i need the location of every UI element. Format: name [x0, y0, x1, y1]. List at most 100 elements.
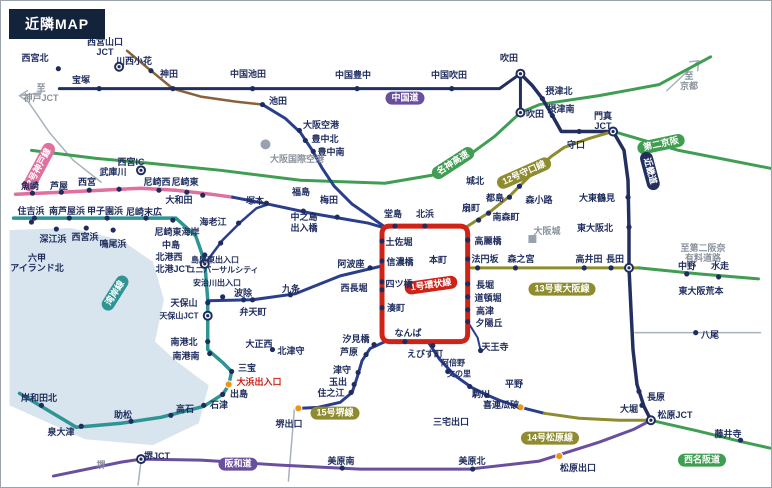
- station-dot: [379, 279, 385, 285]
- map-label: 東大阪北: [576, 222, 614, 233]
- map-label: 北浜: [415, 208, 435, 219]
- station-dot: [467, 383, 473, 390]
- map-label: 吹田: [499, 52, 519, 63]
- map-title: 近隣MAP: [9, 9, 106, 39]
- station-dot: [116, 186, 122, 192]
- station-dot: [339, 465, 345, 471]
- map-label: 芦屋: [49, 180, 69, 191]
- junction-dot-core: [139, 457, 143, 461]
- station-dot: [236, 220, 242, 226]
- station-dot: [636, 388, 642, 394]
- castle-dot: [528, 235, 537, 244]
- route-badge: 15号堺線: [310, 406, 360, 420]
- map-label: 大阪城: [533, 225, 561, 236]
- route-kobe-arrow-head2: [18, 94, 29, 103]
- map-label: 高井田: [575, 253, 603, 264]
- station-dot: [379, 287, 385, 293]
- map-label: 西宮山口 JCT: [86, 36, 124, 57]
- station-dot: [539, 96, 545, 102]
- map-label: 湊町: [386, 302, 406, 313]
- station-dot: [310, 148, 316, 154]
- map-label: 石津: [209, 399, 229, 410]
- map-label: 四ツ橋: [385, 278, 413, 289]
- station-dot: [516, 183, 523, 189]
- station-dot: [170, 217, 176, 223]
- station-dot: [625, 194, 631, 200]
- station-dot: [354, 86, 360, 92]
- station-dot: [716, 274, 722, 280]
- map-label: 汐見橋: [342, 333, 370, 344]
- station-dot: [465, 256, 471, 262]
- station-dot: [465, 281, 471, 287]
- station-dot: [29, 190, 36, 196]
- route-kobe-extension: [231, 195, 387, 230]
- map-label: 中国池田: [229, 68, 267, 79]
- map-label: 阿波座: [337, 258, 365, 269]
- map-label: 摂津北: [545, 85, 573, 96]
- station-dot: [202, 252, 208, 258]
- junction-dot-core: [627, 266, 631, 270]
- map-label: 長堀: [475, 279, 495, 290]
- map-label: 泉大津: [47, 426, 75, 437]
- map-label: 北港JCT: [155, 263, 191, 274]
- map-label: 中国豊中: [334, 69, 372, 80]
- map-label: 神田: [159, 68, 179, 79]
- station-dot: [465, 319, 471, 325]
- route-badge: 12号守口線: [494, 155, 554, 191]
- exit-dot: [224, 380, 233, 389]
- map-label: えびす町: [406, 348, 444, 359]
- station-dot: [96, 86, 102, 92]
- station-dot: [476, 217, 482, 223]
- airport-dot: [260, 139, 271, 150]
- map-label: 海老江: [199, 216, 227, 227]
- route-kinki-expwy: [518, 71, 653, 423]
- station-dot: [392, 223, 398, 229]
- map-label: 美原南: [327, 455, 355, 466]
- station-dot: [53, 226, 59, 232]
- station-dot: [478, 347, 484, 354]
- map-label: 平野: [504, 378, 524, 389]
- map-label: 中国吹田: [430, 69, 468, 80]
- station-dot: [445, 368, 451, 375]
- map-label: 助松: [113, 409, 133, 420]
- junction-dot-core: [203, 262, 207, 266]
- route-tennoji-link: [466, 320, 482, 352]
- station-dot: [302, 137, 308, 144]
- route-takarazuka-road: [125, 49, 264, 106]
- route-nishi-meihan: [649, 418, 771, 450]
- station-dot: [355, 369, 361, 376]
- exit-dot: [516, 403, 525, 412]
- map-label: 堺: [96, 459, 106, 470]
- station-dot: [430, 342, 436, 349]
- map-label: 中之島: [290, 211, 318, 222]
- route-badge: 湾岸線: [99, 273, 131, 313]
- station-dot: [379, 238, 385, 244]
- map-label: 大和田: [165, 194, 193, 205]
- station-dot: [168, 412, 174, 418]
- junction-dot-core: [518, 110, 523, 115]
- map-label: 大堀: [619, 403, 639, 414]
- map-label: 玉出: [328, 376, 348, 387]
- station-dot: [334, 214, 340, 220]
- map-label: 深江浜: [39, 233, 67, 244]
- map-label: 城北: [465, 175, 485, 186]
- station-dot: [351, 381, 357, 388]
- route-badge: 近畿道: [638, 150, 662, 192]
- map-label: 門真 JCT: [593, 110, 613, 131]
- map-label: 至 神戸JCT: [23, 82, 59, 103]
- map-label: 西長堀: [340, 282, 368, 293]
- route-kobe-arrow-head1: [18, 89, 29, 97]
- junction-dot-core: [649, 418, 653, 422]
- map-label: 鳴尾浜: [99, 238, 127, 249]
- station-dot: [66, 215, 72, 221]
- map-label: 梅田: [319, 194, 339, 205]
- map-label: 南港南: [172, 350, 200, 361]
- map-label: 大浜出入口: [236, 376, 282, 387]
- station-dot: [300, 208, 306, 214]
- route-badge: 14号松原線: [520, 431, 580, 445]
- map-label: 守口: [566, 139, 586, 150]
- junction-dot-core: [518, 72, 523, 76]
- station-dot: [269, 346, 276, 353]
